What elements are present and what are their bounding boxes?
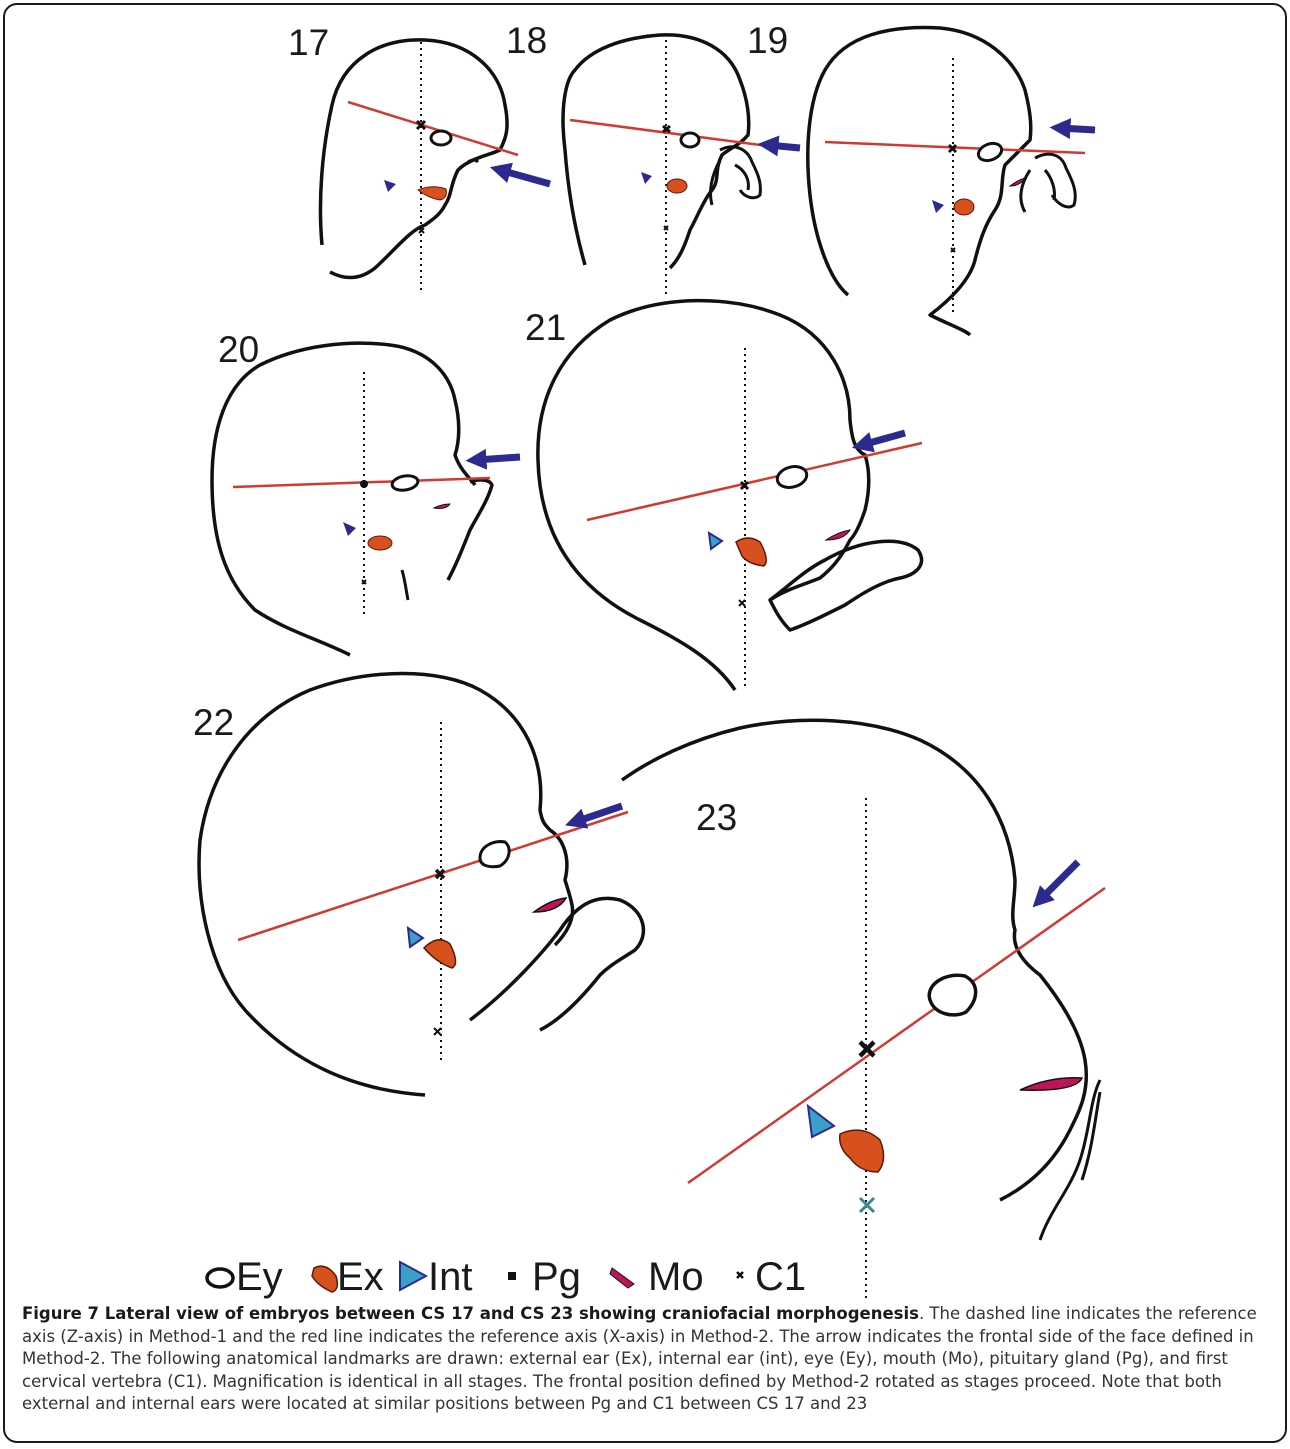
legend-label-pg: Pg bbox=[532, 1255, 581, 1299]
vertebra-22 bbox=[434, 1028, 441, 1035]
external-ear-20 bbox=[368, 536, 392, 550]
eye-18 bbox=[681, 133, 699, 147]
internal-ear-19 bbox=[932, 200, 944, 213]
head-outline-23 bbox=[622, 720, 1086, 1200]
x-axis-17 bbox=[348, 102, 518, 155]
mouth-21 bbox=[826, 530, 850, 540]
stage-label-19: 19 bbox=[747, 20, 788, 61]
vertebra-21 bbox=[739, 600, 745, 606]
frontal-arrow-21 bbox=[862, 433, 905, 445]
eye-21 bbox=[775, 463, 809, 490]
vertebra-19 bbox=[951, 248, 955, 252]
legend-mouth-icon bbox=[610, 1268, 634, 1288]
legend-pituitary-icon bbox=[508, 1272, 516, 1280]
embryo-stage-23: 23 bbox=[622, 720, 1105, 1300]
x-axis-18 bbox=[570, 120, 775, 147]
frontal-arrow-22 bbox=[575, 806, 622, 822]
embryo-stage-22: 22 bbox=[193, 674, 643, 1096]
mouth-23 bbox=[1020, 1078, 1082, 1091]
hand-22 bbox=[470, 898, 643, 1030]
head-outline-19 bbox=[808, 27, 1031, 335]
eye-23 bbox=[929, 975, 975, 1015]
legend-eye-icon bbox=[207, 1269, 233, 1287]
legend: Ey Ex Int Pg Mo C1 bbox=[207, 1255, 806, 1299]
frontal-arrow-18 bbox=[768, 145, 800, 148]
x-axis-23 bbox=[688, 888, 1105, 1183]
stage-label-21: 21 bbox=[525, 307, 566, 348]
caption-title: Figure 7 Lateral view of embryos between… bbox=[22, 1304, 919, 1323]
head-outline-21 bbox=[538, 301, 869, 690]
external-ear-22 bbox=[424, 940, 456, 968]
frontal-arrow-20 bbox=[476, 457, 520, 460]
frontal-arrow-19 bbox=[1060, 128, 1095, 130]
external-ear-19 bbox=[954, 199, 974, 215]
stage-label-18: 18 bbox=[506, 20, 547, 61]
legend-vertebra-icon bbox=[737, 1272, 743, 1278]
legend-label-int: Int bbox=[428, 1255, 472, 1299]
embryo-stage-18: 18 bbox=[506, 20, 800, 298]
eye-22 bbox=[480, 842, 509, 867]
stage-label-17: 17 bbox=[288, 22, 329, 63]
legend-internal-ear-icon bbox=[400, 1262, 426, 1290]
internal-ear-22 bbox=[408, 928, 423, 947]
legend-label-ey: Ey bbox=[236, 1255, 283, 1299]
stage-label-20: 20 bbox=[218, 329, 259, 370]
head-outline-17 bbox=[320, 40, 507, 278]
legend-label-c1: C1 bbox=[755, 1255, 806, 1299]
internal-ear-18 bbox=[641, 172, 652, 184]
external-ear-23 bbox=[840, 1130, 884, 1172]
head-outline-20 bbox=[212, 343, 492, 655]
stage-label-23: 23 bbox=[696, 797, 737, 838]
pituitary-20 bbox=[360, 480, 368, 488]
vertebra-18 bbox=[664, 226, 668, 230]
head-outline-18 bbox=[563, 35, 749, 268]
external-ear-17 bbox=[418, 187, 446, 200]
eye-17 bbox=[431, 131, 451, 145]
internal-ear-23 bbox=[808, 1106, 834, 1137]
internal-ear-21 bbox=[709, 533, 722, 549]
x-axis-21 bbox=[587, 443, 922, 520]
figure-illustration: 17 18 19 bbox=[0, 0, 1290, 1300]
vertebra-20 bbox=[362, 580, 366, 584]
embryo-stage-21: 21 bbox=[525, 301, 922, 690]
legend-label-mo: Mo bbox=[648, 1255, 704, 1299]
internal-ear-20 bbox=[343, 522, 356, 536]
eye-20 bbox=[391, 474, 419, 492]
figure-caption: Figure 7 Lateral view of embryos between… bbox=[22, 1303, 1274, 1416]
head-outline-22 bbox=[199, 674, 572, 1096]
external-ear-18 bbox=[667, 179, 687, 193]
mouth-20 bbox=[434, 504, 450, 509]
embryo-stage-17: 17 bbox=[288, 22, 550, 290]
legend-external-ear-icon bbox=[312, 1266, 337, 1292]
neck-mark-20 bbox=[402, 570, 408, 600]
legend-label-ex: Ex bbox=[337, 1255, 384, 1299]
hand-21 bbox=[770, 541, 922, 630]
embryo-stage-19: 19 bbox=[747, 20, 1095, 335]
embryo-stage-20: 20 bbox=[212, 329, 520, 655]
mouth-22 bbox=[534, 898, 566, 912]
stage-label-22: 22 bbox=[193, 702, 234, 743]
frontal-arrow-23 bbox=[1040, 862, 1078, 900]
frontal-arrow-17 bbox=[500, 170, 550, 184]
internal-ear-17 bbox=[384, 180, 396, 192]
external-ear-21 bbox=[736, 538, 766, 566]
eye-19 bbox=[976, 140, 1004, 163]
hand-19 bbox=[1021, 154, 1075, 212]
